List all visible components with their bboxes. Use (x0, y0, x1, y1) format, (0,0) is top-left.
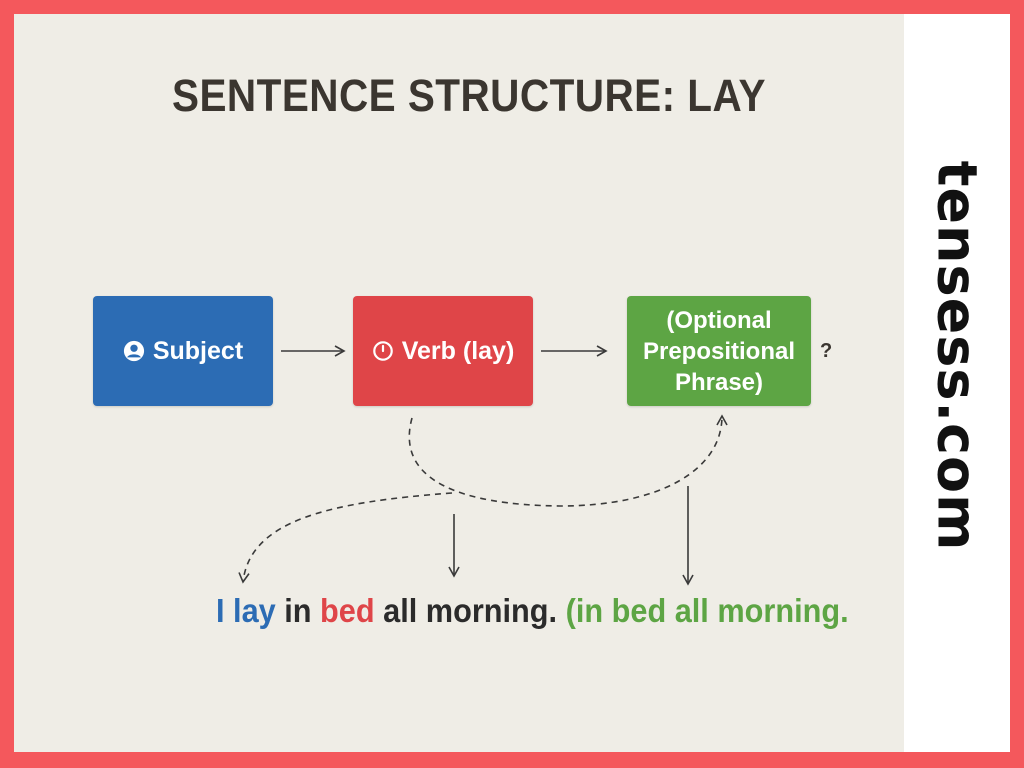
clock-icon (372, 341, 393, 361)
person-icon (123, 340, 144, 362)
sentence-word-in: in (284, 592, 312, 629)
phrase-line-2: Prepositional (642, 337, 796, 365)
sentence-verb: lay (233, 592, 276, 629)
subject-label: Subject (152, 336, 244, 365)
brand-strip (904, 14, 1010, 752)
phrase-line-3: Phrase) (674, 368, 764, 396)
sentence-subject: I (216, 592, 225, 629)
dashed-verb-to-phrase (408, 414, 728, 507)
diagram-title: SENTENCE STRUCTURE: LAY (172, 70, 766, 121)
subject-box: Subject (93, 296, 273, 406)
question-mark: ? (820, 340, 833, 362)
phrase-box: (Optional Prepositional Phrase) (627, 296, 811, 406)
sentence-rest: all morning. (383, 592, 558, 629)
phrase-line-1: (Optional (666, 306, 772, 334)
verb-label: Verb (lay) (401, 336, 515, 365)
sentence-word-bed: bed (320, 592, 375, 629)
dashed-to-subject-word (238, 492, 453, 584)
example-sentence: I lay in bed all morning. (in bed all mo… (216, 592, 849, 630)
verb-box: Verb (lay) (353, 296, 533, 406)
sentence-phrase: (in bed all morning. (565, 592, 849, 629)
